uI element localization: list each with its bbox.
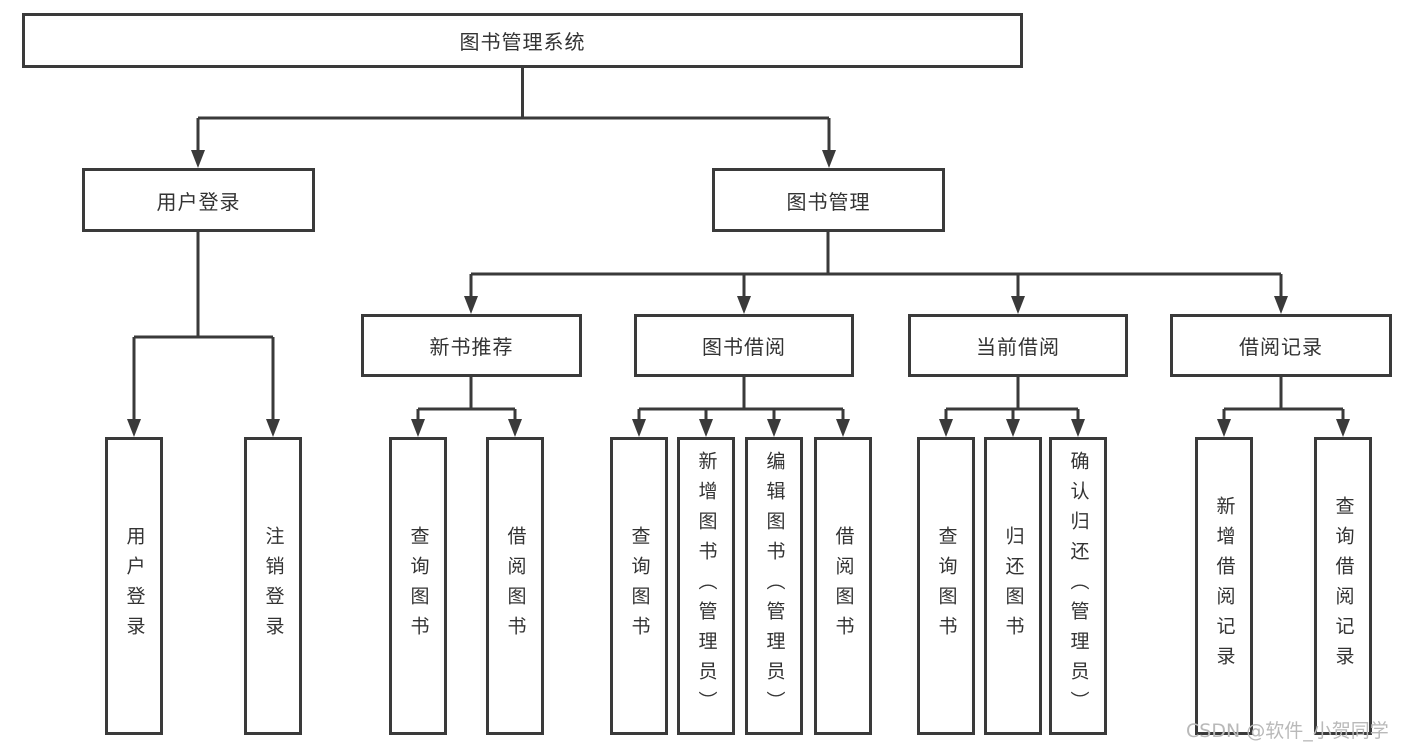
csdn-watermark: CSDN @软件_小贺同学 <box>1186 720 1389 742</box>
node-user-login-label: 用户登录 <box>156 189 241 214</box>
connector-book-mgmt-to-level3 <box>469 232 1283 298</box>
leaf-return-books-label: 归还图书 <box>1002 526 1025 646</box>
leaf-query-books-borrowing-label: 查询图书 <box>628 526 651 646</box>
node-new-book-recommendation: 新书推荐 <box>361 314 582 377</box>
leaf-query-books-recommendation: 查询图书 <box>389 437 447 735</box>
node-book-management-label: 图书管理 <box>786 189 871 214</box>
node-system-root: 图书管理系统 <box>22 13 1023 68</box>
leaf-add-books-admin-label: 新增图书（管理员） <box>695 451 718 721</box>
node-current-borrowing: 当前借阅 <box>908 314 1128 377</box>
leaf-user-login: 用户登录 <box>105 437 163 735</box>
leaf-query-books-current-label: 查询图书 <box>935 526 958 646</box>
leaf-edit-books-admin: 编辑图书（管理员） <box>745 437 803 735</box>
arrowheads <box>127 150 1350 437</box>
leaf-logout-label: 注销登录 <box>262 526 285 646</box>
connector-borrow-records-to-leaves <box>1222 377 1345 421</box>
node-borrowing-records: 借阅记录 <box>1170 314 1392 377</box>
leaf-confirm-return-admin: 确认归还（管理员） <box>1049 437 1107 735</box>
node-current-borrowing-label: 当前借阅 <box>976 335 1060 359</box>
leaf-query-borrow-record: 查询借阅记录 <box>1314 437 1372 735</box>
leaf-edit-books-admin-label: 编辑图书（管理员） <box>763 451 786 721</box>
leaf-user-login-label: 用户登录 <box>123 526 146 646</box>
leaf-borrow-books-recommendation: 借阅图书 <box>486 437 544 735</box>
leaf-logout: 注销登录 <box>244 437 302 735</box>
leaf-query-books-borrowing: 查询图书 <box>610 437 668 735</box>
connector-user-login-to-leaves <box>132 232 275 421</box>
node-system-root-label: 图书管理系统 <box>459 30 586 54</box>
leaf-add-books-admin: 新增图书（管理员） <box>677 437 735 735</box>
connector-root-to-level2 <box>196 68 831 152</box>
leaf-borrow-books-label: 借阅图书 <box>832 526 855 646</box>
node-book-borrowing-label: 图书借阅 <box>702 335 786 359</box>
node-book-borrowing: 图书借阅 <box>634 314 854 377</box>
node-user-login: 用户登录 <box>82 168 315 232</box>
node-book-management: 图书管理 <box>712 168 945 232</box>
leaf-borrow-books: 借阅图书 <box>814 437 872 735</box>
leaf-confirm-return-admin-label: 确认归还（管理员） <box>1067 451 1090 721</box>
leaf-query-books-current: 查询图书 <box>917 437 975 735</box>
connector-current-borrow-to-leaves <box>944 377 1080 421</box>
node-borrowing-records-label: 借阅记录 <box>1239 335 1323 359</box>
node-new-book-recommendation-label: 新书推荐 <box>429 335 514 359</box>
leaf-add-borrow-record-label: 新增借阅记录 <box>1213 496 1236 676</box>
leaf-return-books: 归还图书 <box>984 437 1042 735</box>
leaf-query-borrow-record-label: 查询借阅记录 <box>1332 496 1355 676</box>
leaf-borrow-books-recommendation-label: 借阅图书 <box>504 526 527 646</box>
connector-new-book-rec-to-leaves <box>416 377 517 421</box>
connector-book-borrow-to-leaves <box>637 377 845 421</box>
leaf-query-books-recommendation-label: 查询图书 <box>407 526 430 646</box>
leaf-add-borrow-record: 新增借阅记录 <box>1195 437 1253 735</box>
